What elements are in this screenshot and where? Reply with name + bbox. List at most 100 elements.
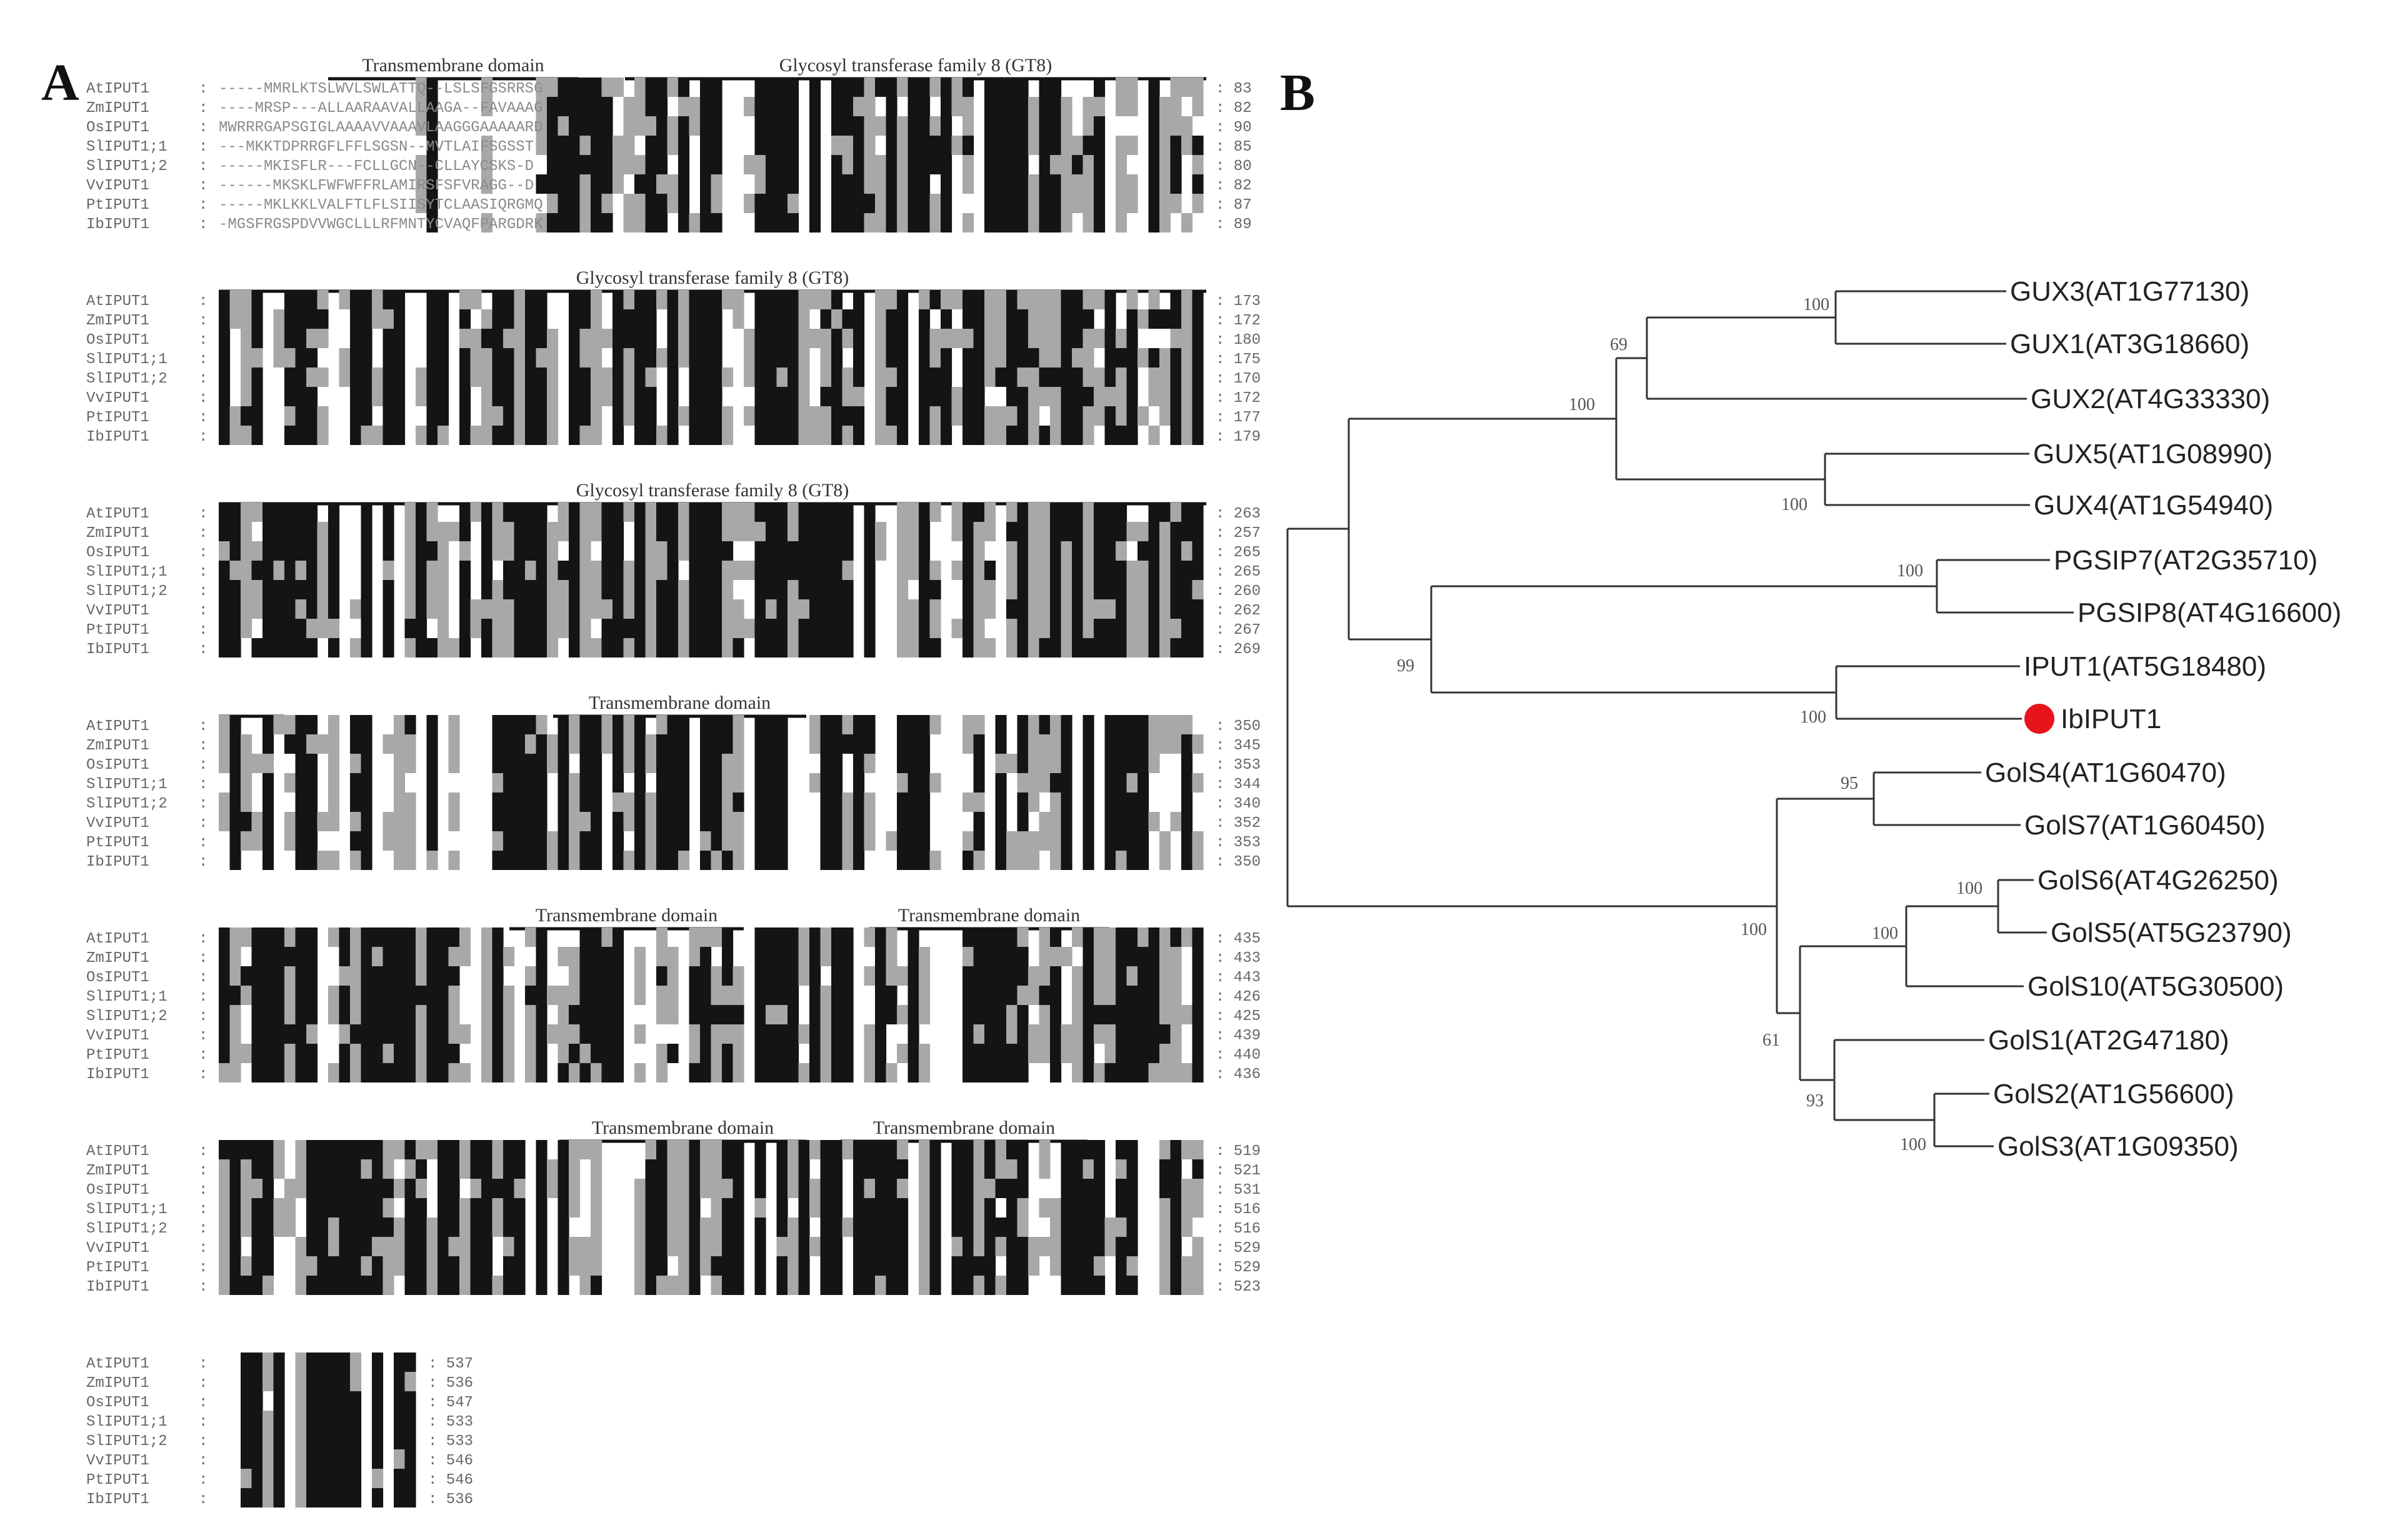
residue-cell [831,174,843,194]
residue-cell [1126,1005,1138,1024]
residue-cell [219,348,231,368]
residue-cell [722,1276,734,1295]
residue-cell [525,522,537,541]
residue-cell [547,329,559,348]
residue-cell [426,1237,438,1256]
residue-cell [273,1488,285,1508]
residue-cell [251,754,263,773]
residue-cell [394,1391,406,1411]
residue-cell [1082,194,1094,213]
residue-cell [448,1005,460,1024]
residue-cell [558,174,569,194]
residue-cell [459,638,471,658]
residue-cell [754,1276,766,1295]
residue-cell [1028,638,1040,658]
residue-cell [1017,348,1029,368]
residue-cell [295,1276,307,1295]
residue-cell [776,580,788,599]
residue-cell [569,986,581,1005]
residue-cell [678,638,690,658]
residue-cell [809,136,821,155]
residue-cell [361,619,372,638]
residue-cell [229,1256,241,1276]
domain-label: Glycosyl transferase family 8 (GT8) [576,480,849,501]
residue-cell [492,831,504,851]
residue-cell [1082,851,1094,870]
residue-cell [831,1237,843,1256]
residue-cell [788,136,799,155]
residue-cell [262,1430,274,1449]
residue-cell [897,406,909,426]
residue-cell [1126,966,1138,986]
residue-cell [569,155,581,174]
sequence-name: ZmIPUT1 [86,1162,149,1179]
residue-cell [700,1005,712,1024]
residue-cell [372,309,384,329]
residue-cell [558,1063,569,1082]
residue-cell [306,1063,318,1082]
residue-cell [1072,387,1084,406]
residue-cell [251,1044,263,1063]
residue-cell [700,194,712,213]
residue-cell [919,754,931,773]
residue-cell [831,194,843,213]
residue-cell [820,831,832,851]
residue-cell [470,348,482,368]
residue-cell [525,966,537,986]
residue-cell [1181,831,1193,851]
residue-cell [317,1198,329,1218]
residue-cell [1050,116,1062,136]
residue-cell [941,116,952,136]
residue-cell [219,1044,231,1063]
residue-cell [579,97,591,116]
residue-cell [1126,174,1138,194]
residue-cell [295,1159,307,1179]
leaf-label: GolS4(AT1G60470) [1985,758,2226,788]
residue-cell [591,97,602,116]
residue-cell [1094,541,1106,561]
residue-cell [503,831,515,851]
residue-cell [667,966,679,986]
residue-cell [711,406,722,426]
residue-cell [788,522,799,541]
residue-cell [470,1179,482,1198]
residue-cell [1006,831,1018,851]
residue-cell [973,773,985,792]
residue-cell [700,831,712,851]
residue-cell [732,1005,744,1024]
residue-cell [984,1198,996,1218]
residue-cell [700,812,712,831]
residue-cell [732,1024,744,1044]
residue-cell [667,812,679,831]
residue-cell [514,638,526,658]
residue-cell [1192,329,1204,348]
residue-cell [689,638,701,658]
residue-cell [744,97,756,116]
residue-cell [798,426,810,445]
residue-cell [339,1391,351,1411]
residue-cell [984,986,996,1005]
residue-cell [273,309,285,329]
residue-cell [754,194,766,213]
residue-cell [404,1352,416,1372]
residue-cell [1192,78,1204,97]
residue-cell [897,136,909,155]
residue-cell [262,1024,274,1044]
residue-cell [1181,522,1193,541]
residue-cell [1104,368,1116,387]
residue-cell [776,522,788,541]
residue-cell [689,348,701,368]
residue-cell [831,715,843,734]
residue-cell [284,812,296,831]
residue-cell [1006,619,1018,638]
residue-cell [317,1469,329,1488]
residue-cell [678,502,690,522]
residue-cell [809,329,821,348]
residue-cell [711,1256,722,1276]
residue-cell [711,792,722,812]
residue-cell [1094,97,1106,116]
residue-cell [394,1237,406,1256]
residue-cell [1148,1063,1160,1082]
residue-cell [317,1430,329,1449]
residue-cell [492,329,504,348]
